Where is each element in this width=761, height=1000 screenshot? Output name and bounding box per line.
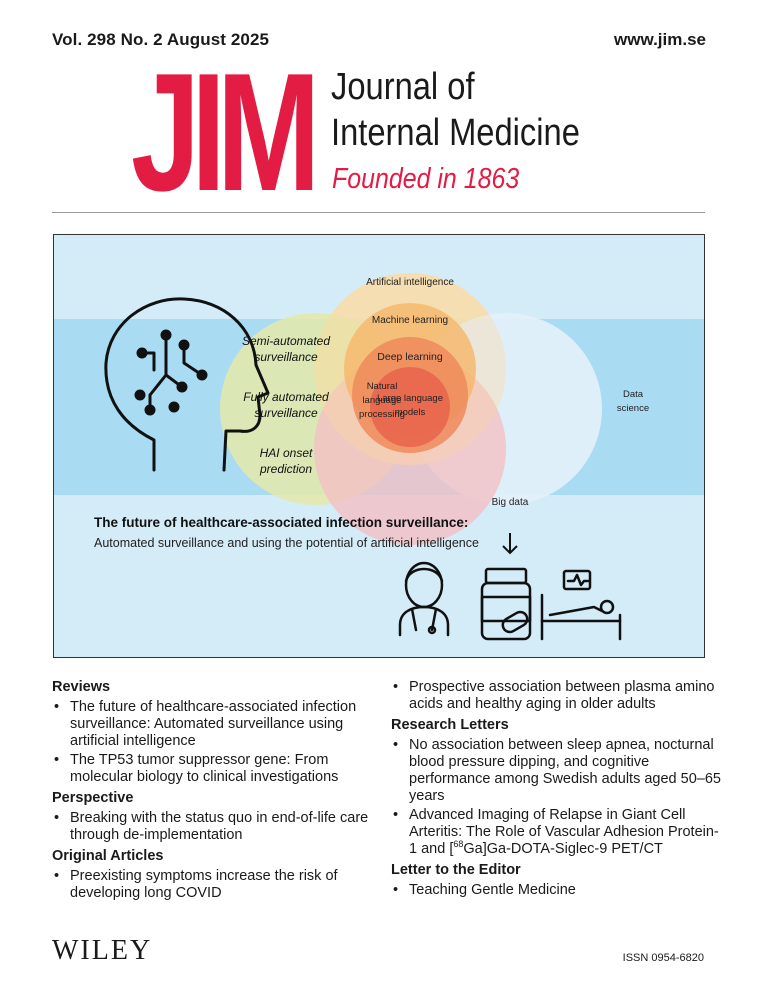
jim-logo: JIM xyxy=(131,38,320,226)
label-fully-automated-2: surveillance xyxy=(254,406,318,420)
toc-item[interactable]: The future of healthcare-associated infe… xyxy=(52,699,378,750)
label-fully-automated-1: Fully automated xyxy=(243,390,329,404)
publisher-logo: WILEY xyxy=(52,935,153,966)
cover-graphic: Artificial intelligence Machine learning… xyxy=(54,235,704,657)
isotope-superscript: 68 xyxy=(453,839,464,850)
toc-heading-reviews: Reviews xyxy=(52,679,111,695)
venn-label-ds-1: Data xyxy=(623,389,644,400)
toc-item[interactable]: Advanced Imaging of Relapse in Giant Cel… xyxy=(391,807,721,858)
journal-website[interactable]: www.jim.se xyxy=(614,30,706,49)
arrow-down-icon xyxy=(502,533,518,555)
journal-title-line1: Journal of xyxy=(331,66,475,108)
toc-heading-perspective: Perspective xyxy=(52,790,134,806)
label-hai-onset-1: HAI onset xyxy=(260,446,313,460)
venn-label-nlp-1: Natural xyxy=(367,381,398,392)
medicine-bottle-icon xyxy=(480,567,532,641)
toc-item[interactable]: The TP53 tumor suppressor gene: From mol… xyxy=(52,752,378,786)
issn-number: ISSN 0954-6820 xyxy=(622,952,704,964)
toc-item[interactable]: Prospective association between plasma a… xyxy=(391,679,721,713)
head-icon xyxy=(104,297,270,472)
toc-item[interactable]: Preexisting symptoms increase the risk o… xyxy=(52,868,378,902)
venn-label-nlp-3: processing xyxy=(359,409,405,420)
founded-tagline: Founded in 1863 xyxy=(332,163,520,195)
hospital-bed-icon xyxy=(540,569,622,641)
venn-label-ml: Machine learning xyxy=(372,315,448,326)
venn-label-llm-1: Large language xyxy=(377,393,443,404)
cover-caption-title: The future of healthcare-associated infe… xyxy=(94,515,468,530)
toc-item[interactable]: Teaching Gentle Medicine xyxy=(391,882,721,899)
toc-heading-letter-to-editor: Letter to the Editor xyxy=(391,862,521,878)
venn-label-dl: Deep learning xyxy=(377,351,443,363)
toc-item[interactable]: Breaking with the status quo in end-of-l… xyxy=(52,810,378,844)
venn-label-ai: Artificial intelligence xyxy=(366,277,454,288)
toc-column-left: Reviews The future of healthcare-associa… xyxy=(52,679,378,906)
venn-label-llm-2: models xyxy=(395,407,426,418)
issue-info: Vol. 298 No. 2 August 2025 xyxy=(52,30,270,49)
toc-item-text-b: Ga]Ga-DOTA-Siglec-9 PET/CT xyxy=(463,841,663,857)
venn-label-nlp-2: language xyxy=(362,395,401,406)
toc-item-text-a: Advanced Imaging of Relapse in Giant Cel… xyxy=(409,807,719,857)
toc-heading-original-articles: Original Articles xyxy=(52,848,164,864)
journal-title-line2: Internal Medicine xyxy=(331,112,580,154)
toc-heading-research-letters: Research Letters xyxy=(391,717,509,733)
venn-label-bigdata: Big data xyxy=(492,497,529,508)
cover-illustration: Artificial intelligence Machine learning… xyxy=(53,234,705,658)
toc-column-right: Prospective association between plasma a… xyxy=(391,679,721,903)
cover-caption-subtitle: Automated surveillance and using the pot… xyxy=(94,536,479,550)
doctor-icon xyxy=(398,561,450,637)
header-divider xyxy=(52,212,705,213)
label-semi-automated-2: surveillance xyxy=(254,350,318,364)
label-semi-automated-1: Semi-automated xyxy=(242,334,330,348)
venn-label-ds-2: science xyxy=(617,403,649,414)
label-hai-onset-2: prediction xyxy=(259,462,312,476)
toc-item[interactable]: No association between sleep apnea, noct… xyxy=(391,737,721,805)
